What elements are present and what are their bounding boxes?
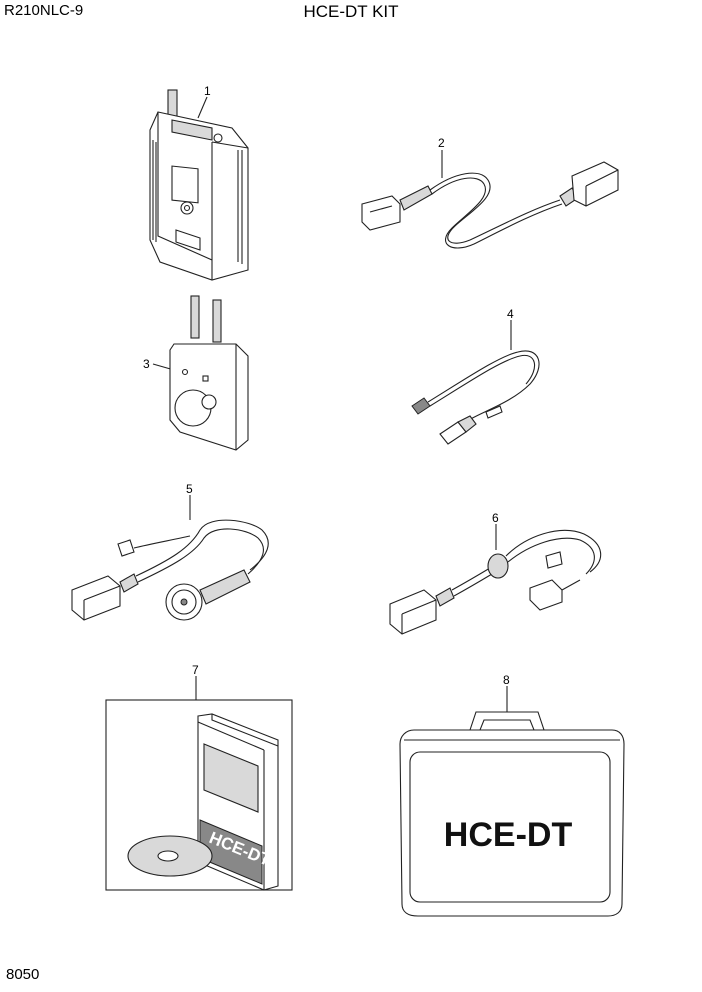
callout-3: 3 — [143, 357, 150, 371]
part-3-wireless-module: 3 — [143, 295, 249, 451]
part-1-diagnostic-unit: 1 — [149, 84, 249, 281]
callout-4: 4 — [507, 307, 514, 321]
case-print: HCE-DT — [444, 816, 573, 854]
part-7-software-kit: 7 HCE-DT — [105, 663, 293, 891]
part-5-round-connector-harness: 5 — [71, 482, 269, 621]
callout-6: 6 — [492, 511, 499, 525]
part-2-obd-cable: 2 — [361, 136, 619, 249]
part-8-carrying-case: 8 HCE-DT — [399, 673, 625, 917]
callout-2: 2 — [438, 136, 445, 150]
model-code: R210NLC-9 — [4, 2, 84, 19]
callout-7: 7 — [192, 663, 199, 677]
page-number: 8050 — [6, 966, 40, 983]
page-title: HCE-DT KIT — [303, 2, 399, 21]
callout-8: 8 — [503, 673, 510, 687]
part-6-y-harness: 6 — [389, 511, 602, 635]
callout-1: 1 — [204, 84, 211, 98]
callout-5: 5 — [186, 482, 193, 496]
part-4-usb-cable: 4 — [411, 307, 540, 445]
